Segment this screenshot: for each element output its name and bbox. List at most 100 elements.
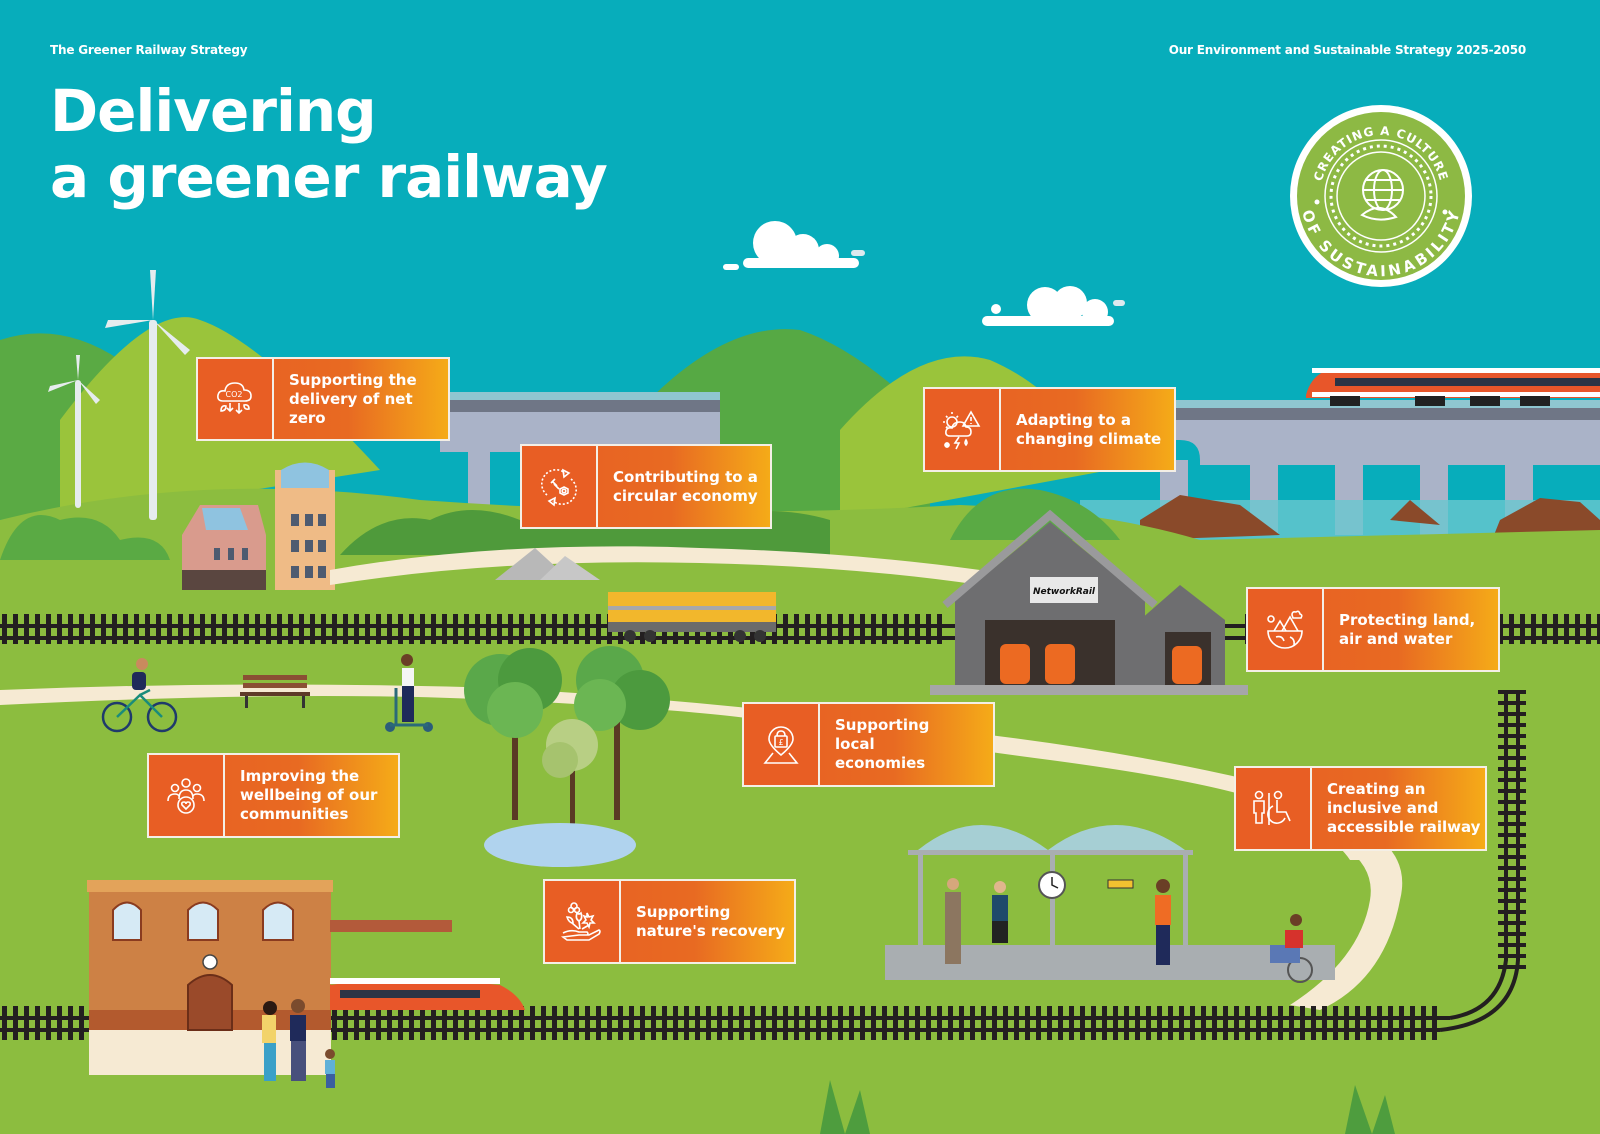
track-sleeper: [1498, 712, 1526, 716]
family-walking: [262, 999, 335, 1088]
track-sleeper: [915, 1006, 920, 1040]
track-sleeper: [1146, 1006, 1151, 1040]
track-sleeper: [453, 1006, 458, 1040]
track-sleeper: [1498, 690, 1526, 694]
card-local-economies[interactable]: £ Supporting local economies: [742, 702, 995, 787]
track-sleeper: [1223, 1006, 1228, 1040]
track-sleeper: [541, 1006, 546, 1040]
track-sleeper: [387, 614, 392, 644]
track-sleeper: [233, 614, 238, 644]
track-sleeper: [1498, 954, 1526, 958]
card-net-zero[interactable]: CO2 Supporting the delivery of net zero: [196, 357, 450, 441]
track-sleeper: [1542, 614, 1547, 644]
card-circular-economy[interactable]: Contributing to a circular economy: [520, 444, 772, 529]
track-sleeper: [1300, 1006, 1305, 1040]
track-sleeper: [1498, 943, 1526, 947]
depot-sign: NetworkRail: [1033, 587, 1096, 597]
track-sleeper: [761, 1006, 766, 1040]
track-sleeper: [530, 614, 535, 644]
track-sleeper: [541, 614, 546, 644]
track-sleeper: [805, 614, 810, 644]
track-sleeper: [827, 1006, 832, 1040]
park-bench: [240, 675, 310, 708]
track-sleeper: [101, 614, 106, 644]
track-sleeper: [904, 1006, 909, 1040]
track-sleeper: [24, 614, 29, 644]
track-sleeper: [332, 1006, 337, 1040]
track-sleeper: [563, 614, 568, 644]
track-sleeper: [926, 1006, 931, 1040]
track-sleeper: [57, 614, 62, 644]
track-sleeper: [420, 614, 425, 644]
card-label: Adapting to a changing climate: [1016, 410, 1162, 448]
track-sleeper: [1586, 614, 1591, 644]
wind-turbine: [48, 270, 190, 520]
track-sleeper: [574, 1006, 579, 1040]
card-nature-recovery[interactable]: Supporting nature's recovery: [543, 879, 796, 964]
card-accessible[interactable]: Creating an inclusive and accessible rai…: [1234, 766, 1487, 851]
track-sleeper: [1498, 723, 1526, 727]
track-sleeper: [772, 1006, 777, 1040]
track-sleeper: [1201, 1006, 1206, 1040]
track-sleeper: [805, 1006, 810, 1040]
track-sleeper: [970, 1006, 975, 1040]
track-sleeper: [695, 1006, 700, 1040]
card-land-air-water[interactable]: Protecting land, air and water: [1246, 587, 1500, 672]
track-sleeper: [1135, 1006, 1140, 1040]
track-sleeper: [1498, 800, 1526, 804]
track-sleeper: [79, 614, 84, 644]
track-sleeper: [1157, 1006, 1162, 1040]
track-sleeper: [90, 614, 95, 644]
track-sleeper: [1498, 734, 1526, 738]
track-sleeper: [453, 614, 458, 644]
track-sleeper: [684, 1006, 689, 1040]
sustainability-culture-badge: CREATING A CULTURE OF SUSTAINABILITY: [1290, 105, 1472, 287]
track-sleeper: [68, 1006, 73, 1040]
card-wellbeing[interactable]: Improving the wellbeing of our communiti…: [147, 753, 400, 838]
track-sleeper: [1498, 921, 1526, 925]
track-sleeper: [893, 1006, 898, 1040]
track-sleeper: [1080, 1006, 1085, 1040]
track-sleeper: [1003, 1006, 1008, 1040]
track-sleeper: [838, 1006, 843, 1040]
track-sleeper: [1509, 614, 1514, 644]
track-sleeper: [739, 1006, 744, 1040]
track-sleeper: [849, 614, 854, 644]
track-sleeper: [1498, 965, 1526, 969]
track-sleeper: [1498, 614, 1503, 644]
track-sleeper: [343, 1006, 348, 1040]
track-sleeper: [1421, 1006, 1426, 1040]
track-sleeper: [1069, 1006, 1074, 1040]
track-sleeper: [222, 614, 227, 644]
track-sleeper: [376, 614, 381, 644]
track-sleeper: [508, 1006, 513, 1040]
track-sleeper: [2, 614, 7, 644]
scooter-rider: [385, 654, 433, 732]
track-sleeper: [1355, 1006, 1360, 1040]
track-sleeper: [134, 614, 139, 644]
track-sleeper: [1168, 1006, 1173, 1040]
card-label: Creating an inclusive and accessible rai…: [1327, 780, 1481, 836]
track-sleeper: [1498, 789, 1526, 793]
track-sleeper: [35, 1006, 40, 1040]
track-sleeper: [398, 614, 403, 644]
strategy-title-label: Our Environment and Sustainable Strategy…: [1168, 43, 1527, 57]
card-label: Supporting local economies: [835, 716, 930, 772]
track-sleeper: [1036, 1006, 1041, 1040]
card-label: Supporting nature's recovery: [636, 902, 785, 940]
accessibility-icon: [1253, 790, 1291, 825]
track-sleeper: [871, 1006, 876, 1040]
track-sleeper: [1597, 614, 1600, 644]
track-sleeper: [794, 1006, 799, 1040]
track-sleeper: [1432, 1006, 1437, 1040]
track-sleeper: [816, 614, 821, 644]
track-sleeper: [1498, 932, 1526, 936]
track-sleeper: [178, 614, 183, 644]
track-sleeper: [79, 1006, 84, 1040]
card-climate[interactable]: Adapting to a changing climate: [923, 387, 1176, 472]
track-sleeper: [981, 1006, 986, 1040]
track-sleeper: [475, 614, 480, 644]
track-sleeper: [937, 1006, 942, 1040]
track-sleeper: [1531, 614, 1536, 644]
community-heart-icon: [167, 777, 205, 814]
